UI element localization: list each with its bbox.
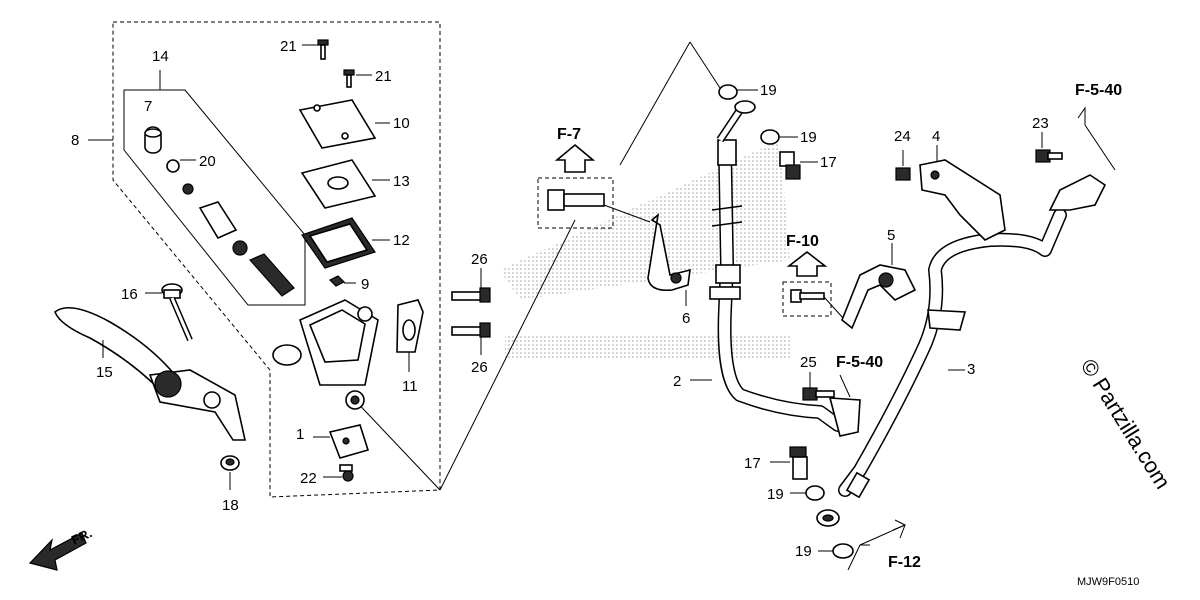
- diaphragm-icon: [301, 217, 376, 269]
- brake-switch-icon: [328, 424, 370, 459]
- bracket-4-icon: [919, 159, 1006, 241]
- master-cylinder-body-icon: [272, 299, 379, 410]
- callout-13: 13: [393, 173, 410, 190]
- holder-11-icon: [396, 299, 424, 353]
- callout-23: 23: [1032, 115, 1049, 132]
- callout-20: 20: [199, 153, 216, 170]
- washer-19-a-icon: [718, 84, 738, 100]
- callout-17-bottom: 17: [744, 455, 761, 472]
- callout-14: 14: [152, 48, 169, 65]
- stay-bolt-icon: [790, 289, 825, 303]
- reference-f7[interactable]: F-7: [557, 126, 581, 143]
- callout-3: 3: [967, 361, 975, 378]
- f10-arrow-icon: [786, 250, 828, 277]
- clip-9-icon: [328, 275, 346, 287]
- bolt-24-icon: [895, 167, 911, 181]
- callout-18: 18: [222, 497, 239, 514]
- callout-5: 5: [887, 227, 895, 244]
- hose-stay-5-icon: [841, 264, 917, 330]
- callout-19-b: 19: [800, 129, 817, 146]
- callout-24: 24: [894, 128, 911, 145]
- diagram-code: MJW9F0510: [1077, 576, 1139, 588]
- f7-detail-box: [537, 177, 614, 229]
- callout-26-top: 26: [471, 251, 488, 268]
- reservoir-cap-icon: [298, 99, 377, 149]
- banjo-bolt-17-top-icon: [779, 151, 801, 180]
- diaphragm-plate-icon: [300, 159, 377, 209]
- callout-6: 6: [682, 310, 690, 327]
- callout-21-bottom: 21: [375, 68, 392, 85]
- screw-22-icon: [339, 464, 354, 482]
- callout-10: 10: [393, 115, 410, 132]
- callout-15: 15: [96, 364, 113, 381]
- washer-19-d-icon: [832, 543, 854, 559]
- callout-19-c: 19: [767, 486, 784, 503]
- callout-19-d: 19: [795, 543, 812, 560]
- reference-f5-40-middle[interactable]: F-5-40: [836, 354, 883, 371]
- reference-f12[interactable]: F-12: [888, 554, 921, 571]
- partzilla-watermark: © Partzilla.com: [1076, 354, 1176, 493]
- pivot-bolt-icon: [161, 283, 193, 342]
- nut-18-icon: [220, 455, 240, 471]
- callout-4: 4: [932, 128, 940, 145]
- bolt-23-icon: [1035, 149, 1063, 163]
- front-direction-arrow-icon: [28, 532, 87, 571]
- callout-1: 1: [296, 426, 304, 443]
- banjo-bolt-17-bottom-icon: [789, 446, 808, 480]
- piston-kit-icon: [144, 126, 295, 297]
- callout-9: 9: [361, 276, 369, 293]
- piston-kit-group-outline: [123, 89, 306, 306]
- callout-16: 16: [121, 286, 138, 303]
- bolt-26-bottom-icon: [451, 322, 491, 338]
- callout-19-a: 19: [760, 82, 777, 99]
- callout-26-bottom: 26: [471, 359, 488, 376]
- bracket-f540-icon: [828, 397, 861, 437]
- reference-f10[interactable]: F-10: [786, 233, 819, 250]
- reference-f5-40-top[interactable]: F-5-40: [1075, 82, 1122, 99]
- callout-12: 12: [393, 232, 410, 249]
- callout-2: 2: [673, 373, 681, 390]
- brake-hose-2-icon: [709, 100, 845, 432]
- callout-7: 7: [144, 98, 152, 115]
- faded-logo-background: [500, 140, 790, 360]
- callout-11: 11: [402, 378, 418, 395]
- f7-arrow-icon: [554, 143, 596, 173]
- washer-19-b-icon: [760, 129, 780, 145]
- brake-lever-icon: [54, 306, 246, 441]
- callout-21-top: 21: [280, 38, 297, 55]
- callout-17-top: 17: [820, 154, 837, 171]
- hose-stay-icon: [647, 213, 691, 292]
- callout-22: 22: [300, 470, 317, 487]
- screw-21-bottom-icon: [343, 69, 355, 88]
- washer-19-c-icon: [805, 485, 825, 501]
- front-direction-label: FR.: [69, 525, 94, 547]
- f10-detail-box: [782, 281, 832, 317]
- callout-25: 25: [800, 354, 817, 371]
- callout-8: 8: [71, 132, 79, 149]
- banjo-bolt-icon: [547, 189, 605, 211]
- bolt-26-top-icon: [451, 287, 491, 303]
- brake-hose-3-icon: [816, 174, 1107, 527]
- screw-21-top-icon: [317, 39, 329, 60]
- master-cylinder-group-outline: [112, 21, 441, 498]
